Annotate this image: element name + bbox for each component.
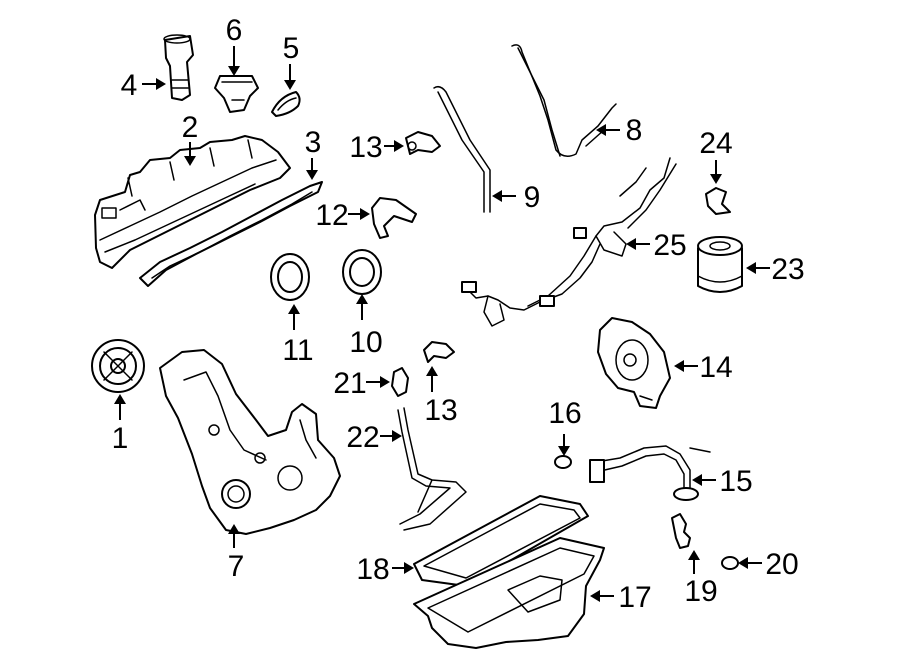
part-harness-small <box>511 44 617 157</box>
part-valve-cover-gasket <box>139 181 323 287</box>
callout-13-top: 13 <box>349 131 382 164</box>
callout-1: 1 <box>112 422 129 455</box>
callout-2: 2 <box>182 111 199 144</box>
callout-19: 19 <box>684 575 717 608</box>
callout-7: 7 <box>228 550 245 583</box>
callout-4: 4 <box>121 69 138 102</box>
callout-10: 10 <box>349 326 382 359</box>
leader-lines <box>114 46 770 602</box>
callout-labels: 1 2 3 4 5 6 7 8 9 10 11 12 13 13 14 15 1… <box>112 14 805 614</box>
callout-18: 18 <box>356 553 389 586</box>
callout-11: 11 <box>282 334 313 367</box>
part-front-seal-left <box>270 253 310 301</box>
callout-17: 17 <box>618 581 651 614</box>
callout-25: 25 <box>653 229 686 262</box>
part-oil-pan-gasket <box>413 495 589 587</box>
part-oil-pan <box>413 537 605 649</box>
part-front-seal-right <box>342 249 382 295</box>
callout-21: 21 <box>333 367 366 400</box>
part-cap-seal <box>271 91 301 117</box>
part-valve-cover <box>94 135 291 269</box>
part-dipstick <box>397 407 467 531</box>
part-drain-bolt <box>671 513 691 549</box>
callout-9: 9 <box>524 181 541 214</box>
part-sensor-lower <box>423 341 455 363</box>
callout-15: 15 <box>719 465 752 498</box>
part-engine-harness <box>461 157 677 327</box>
part-plug <box>554 455 572 469</box>
callout-16: 16 <box>548 397 581 430</box>
part-oil-filler-tube <box>163 34 194 101</box>
part-oil-filter <box>697 236 743 293</box>
part-sensor-bracket <box>371 197 417 239</box>
part-sensor-top <box>405 131 441 155</box>
callout-14: 14 <box>699 351 732 384</box>
part-oil-pump <box>597 317 671 409</box>
callout-8: 8 <box>626 114 643 147</box>
part-dipstick-tube <box>433 85 491 213</box>
part-clip <box>705 187 731 215</box>
callout-22: 22 <box>346 421 379 454</box>
part-crank-damper <box>91 339 145 393</box>
callout-5: 5 <box>283 32 300 65</box>
callout-3: 3 <box>305 126 322 159</box>
callout-24: 24 <box>699 127 732 160</box>
part-oil-filler-cap <box>214 75 259 113</box>
callout-13-lower: 13 <box>424 394 457 427</box>
part-washer <box>721 556 739 570</box>
callout-12: 12 <box>315 199 348 232</box>
part-oil-pickup-tube <box>589 445 711 501</box>
callout-6: 6 <box>226 14 243 47</box>
part-sensor-small <box>391 367 409 397</box>
part-timing-cover <box>159 349 341 535</box>
callout-20: 20 <box>765 548 798 581</box>
callout-23: 23 <box>771 253 804 286</box>
